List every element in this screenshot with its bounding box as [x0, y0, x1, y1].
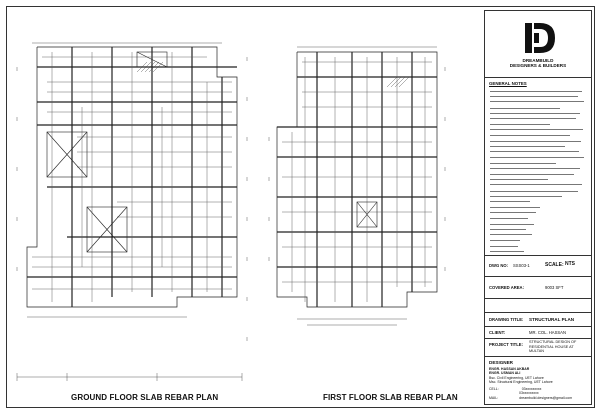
- first-floor-openings: [356, 201, 378, 228]
- first-floor-plan: [268, 46, 446, 326]
- blank-row: [485, 299, 591, 313]
- project-title-line2: RESIDENTIAL HOUSE AT: [529, 344, 574, 349]
- general-notes: GENERAL NOTES: [485, 77, 591, 256]
- note-text-line: [490, 101, 584, 103]
- note-text-line: [490, 129, 583, 131]
- note-text-line: [490, 151, 579, 153]
- note-text-line: [490, 112, 580, 114]
- note-text-line: [490, 167, 580, 169]
- note-text-line: [490, 223, 534, 225]
- designer-degree1: Bsc. Civil Engineering, UET Lahore: [489, 376, 544, 380]
- first-floor-stair-hatch: [386, 76, 410, 88]
- note-text-line: [490, 179, 548, 181]
- drawing-title-value: STRUCTURAL PLAN: [529, 317, 575, 322]
- project-title-row: PROJECT TITLE: STRUCTURAL DESIGN OF RESI…: [485, 339, 591, 357]
- note-text-line: [490, 229, 526, 230]
- scale-label: SCALE:: [545, 262, 564, 268]
- notes-heading: GENERAL NOTES: [489, 81, 527, 86]
- client-label: CLIENT:: [489, 330, 506, 335]
- note-text-line: [490, 217, 528, 219]
- note-text-line: [490, 240, 520, 242]
- company-logo-icon: [525, 23, 555, 53]
- note-text-line: [490, 174, 574, 175]
- dwg-no-label: DWG NO:: [489, 263, 509, 268]
- note-text-line: [490, 184, 582, 186]
- note-text-line: [490, 146, 565, 147]
- note-text-line: [490, 140, 581, 142]
- ground-floor-plan: [16, 42, 248, 381]
- designer-name1: ENGR. HASSAN AKBAR: [489, 367, 530, 371]
- designer-mail: MAIL: dreambuild.designers@gmail.com: [489, 396, 572, 400]
- rebar-plans-drawing: [16, 42, 446, 381]
- project-title-value: STRUCTURAL DESIGN OF RESIDENTIAL HOUSE A…: [529, 340, 576, 354]
- logo-box: DREAMBUILD DESIGNERS & BUILDERS: [485, 11, 591, 78]
- project-title-line3: MULTAN: [529, 349, 545, 354]
- note-text-line: [490, 124, 550, 126]
- first-floor-rebars: [282, 57, 432, 302]
- note-text-line: [490, 91, 582, 92]
- first-floor-plan-title: FIRST FLOOR SLAB REBAR PLAN: [323, 393, 458, 402]
- designer-block: DESIGNER ENGR. HASSAN AKBAR ENGR. USMAN …: [485, 357, 591, 404]
- note-text-line: [490, 195, 562, 197]
- covered-area-value: 9003 SFT: [545, 285, 564, 290]
- designer-phone2: 03xxxxxxxxx: [519, 391, 539, 395]
- note-text-line: [490, 234, 532, 236]
- first-floor-ticks: [268, 46, 446, 326]
- ground-floor-openings: [46, 51, 168, 253]
- company-name-line1: DREAMBUILD: [522, 58, 554, 63]
- client-value: MR. COL. HASSAN: [529, 330, 566, 335]
- note-text-line: [490, 207, 540, 209]
- project-title-line1: STRUCTURAL DESIGN OF: [529, 340, 577, 344]
- designer-name2: ENGR. USMAN ALI: [489, 371, 521, 375]
- note-text-line: [490, 157, 584, 159]
- designer-mail-value: dreambuild.designers@gmail.com: [519, 396, 573, 400]
- note-text-line: [490, 245, 518, 247]
- drawing-title-label: DRAWING TITLE:: [489, 317, 524, 322]
- company-name: DREAMBUILD DESIGNERS & BUILDERS: [485, 58, 591, 69]
- designer-phone1: 03xxxxxxxxx: [521, 387, 542, 391]
- note-text-line: [490, 190, 578, 192]
- ground-floor-stair-hatch: [136, 61, 164, 73]
- note-text-line: [490, 134, 570, 136]
- ground-floor-beams: [27, 47, 237, 307]
- note-text-line: [490, 212, 536, 214]
- drawing-title-row: DRAWING TITLE: STRUCTURAL PLAN: [485, 313, 591, 327]
- note-text-line: [490, 96, 578, 98]
- designer-cell-label: CELL:: [489, 387, 499, 391]
- note-text-line: [490, 118, 576, 119]
- covered-area-label: COVERED AREA:: [489, 285, 524, 290]
- dwg-no-row: DWG NO: SSS03-1 SCALE: NTS: [485, 255, 591, 277]
- note-text-line: [490, 201, 530, 202]
- covered-area-row: COVERED AREA: 9003 SFT: [485, 277, 591, 299]
- first-floor-beams: [277, 52, 437, 307]
- company-name-line2: DESIGNERS & BUILDERS: [509, 63, 567, 69]
- designer-heading: DESIGNER: [489, 360, 513, 365]
- ground-floor-ticks: [16, 42, 248, 381]
- drawing-sheet: GROUND FLOOR SLAB REBAR PLAN FIRST FLOOR…: [6, 6, 595, 408]
- title-block: DREAMBUILD DESIGNERS & BUILDERS GENERAL …: [484, 10, 592, 405]
- dwg-no-value: SSS03-1: [513, 263, 530, 268]
- note-text-line: [490, 162, 556, 164]
- note-text-line: [490, 107, 560, 109]
- first-floor-outline: [276, 51, 438, 308]
- drawing-area: GROUND FLOOR SLAB REBAR PLAN FIRST FLOOR…: [7, 7, 481, 407]
- designer-mail-label: MAIL:: [489, 396, 499, 400]
- note-text-line: [490, 250, 524, 252]
- ground-floor-plan-title: GROUND FLOOR SLAB REBAR PLAN: [71, 393, 219, 402]
- project-title-label: PROJECT TITLE:: [489, 342, 523, 347]
- designer-degree2: Msc. Structural Engineering, UET Lahore: [489, 380, 553, 384]
- client-row: CLIENT: MR. COL. HASSAN: [485, 327, 591, 339]
- designer-contact: CELL: 03xxxxxxxxx: [489, 387, 541, 391]
- scale-value: NTS: [565, 261, 575, 267]
